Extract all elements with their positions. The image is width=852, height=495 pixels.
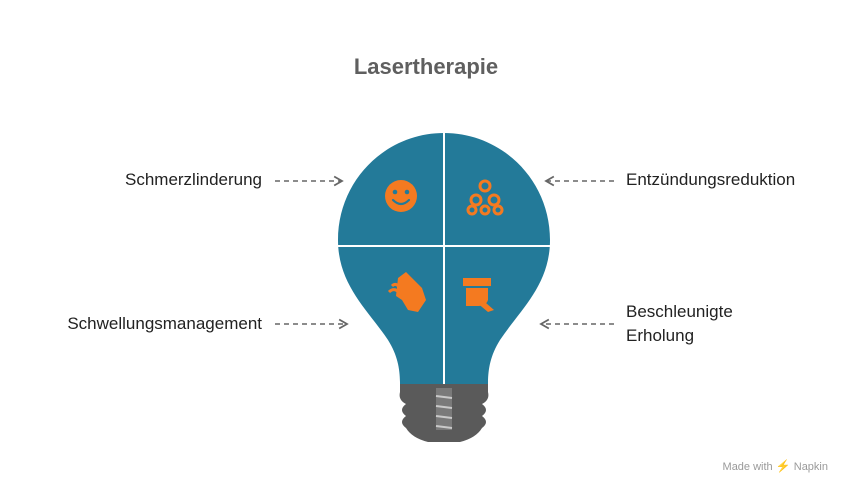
label-inflammation-reduction: Entzündungsreduktion [626, 170, 796, 189]
label-swelling-management: Schwellungsmanagement [67, 314, 262, 333]
hand-touch-icon [387, 272, 426, 312]
made-with-footer: Made with ⚡ Napkin [723, 459, 828, 473]
made-with-text: Made with [722, 461, 773, 473]
bulb-base [399, 384, 489, 442]
recovery-person-icon [463, 278, 494, 312]
label-accelerated-recovery: Beschleunigte Erholung [626, 300, 733, 348]
napkin-brand: Napkin [793, 461, 828, 473]
napkin-logo-icon: ⚡ [775, 459, 791, 473]
smiley-face-icon [385, 180, 417, 212]
label-accelerated-recovery-line1: Beschleunigte [626, 302, 733, 321]
diagram-title: Lasertherapie [353, 54, 499, 79]
label-accelerated-recovery-line2: Erholung [626, 326, 695, 345]
label-pain-relief: Schmerzlinderung [124, 170, 262, 189]
cells-cluster-icon [466, 179, 504, 216]
